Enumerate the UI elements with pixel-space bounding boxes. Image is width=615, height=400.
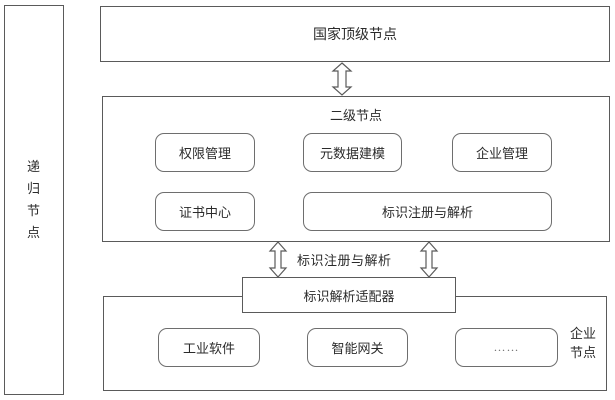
module-permission-management-label: 权限管理 [178, 146, 231, 161]
recursive-node-box: 递 归 节 点 [4, 5, 64, 395]
national-top-node-label: 国家顶级节点 [313, 28, 397, 43]
module-certificate-center-label: 证书中心 [178, 205, 231, 220]
recursive-node-label: 递 归 节 点 [5, 156, 63, 244]
module-identity-registration-resolution[interactable]: 标识注册与解析 [303, 192, 552, 231]
recursive-node-char-4: 点 [26, 225, 41, 240]
arrow-second-level-to-adapter-right [419, 241, 439, 278]
module-industrial-software[interactable]: 工业软件 [158, 328, 260, 367]
module-certificate-center[interactable]: 证书中心 [155, 192, 255, 231]
module-identity-registration-resolution-label: 标识注册与解析 [381, 205, 473, 220]
module-smart-gateway-label: 智能网关 [331, 341, 384, 356]
identity-resolution-adapter-label: 标识解析适配器 [303, 288, 395, 304]
enterprise-node-label-line-1: 企业 [569, 326, 596, 341]
module-industrial-software-label: 工业软件 [182, 341, 235, 356]
recursive-node-char-1: 递 [26, 159, 41, 174]
module-smart-gateway[interactable]: 智能网关 [307, 328, 408, 367]
national-top-node-box: 国家顶级节点 [100, 6, 610, 62]
module-metadata-modeling-label: 元数据建模 [319, 146, 385, 161]
enterprise-node-label: 企业 节点 [561, 324, 605, 362]
module-more-placeholder[interactable]: …… [455, 328, 558, 367]
recursive-node-char-2: 归 [26, 181, 41, 196]
module-more-placeholder-label: …… [493, 340, 520, 354]
second-level-node-title: 二级节点 [329, 108, 382, 123]
module-permission-management[interactable]: 权限管理 [155, 133, 255, 172]
identity-resolution-adapter-box[interactable]: 标识解析适配器 [242, 277, 456, 313]
recursive-node-char-3: 节 [26, 203, 41, 218]
enterprise-node-label-line-2: 节点 [569, 345, 596, 360]
arrow-national-to-second-level [331, 62, 353, 96]
module-enterprise-management[interactable]: 企业管理 [452, 133, 552, 172]
module-enterprise-management-label: 企业管理 [475, 146, 528, 161]
module-metadata-modeling[interactable]: 元数据建模 [303, 133, 402, 172]
arrow-second-level-to-adapter-left [268, 241, 288, 278]
link-label-identity-registration-resolution: 标识注册与解析 [295, 250, 394, 269]
